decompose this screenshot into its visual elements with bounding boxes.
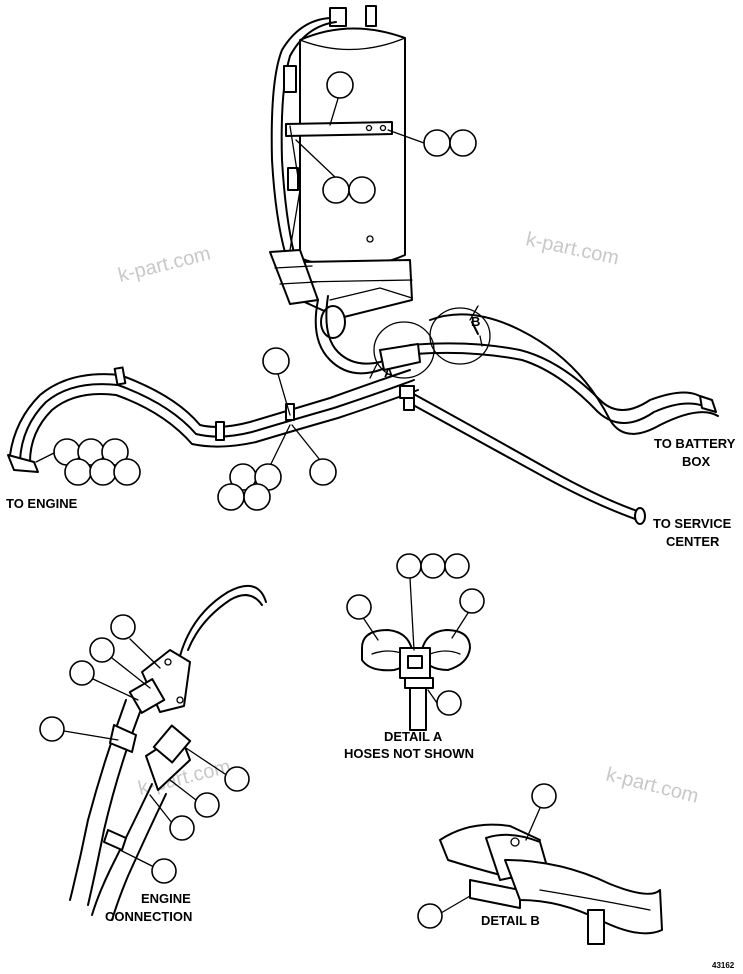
to-engine-label: TO ENGINE <box>6 496 78 511</box>
detail-a-subtitle: HOSES NOT SHOWN <box>344 746 474 761</box>
callout-balloon <box>224 766 250 792</box>
hose-to-battery <box>409 342 706 411</box>
diagram-labels: A B TO ENGINE TO BATTERY BOX TO SERVICE … <box>6 314 736 970</box>
callout-balloon <box>64 458 92 486</box>
callout-balloon <box>89 458 117 486</box>
hose-to-engine <box>9 369 411 456</box>
callout-balloon <box>346 594 372 620</box>
callout-balloon <box>194 792 220 818</box>
figure-number: 43162 <box>712 961 735 970</box>
marker-a-label: A <box>384 365 394 380</box>
callout-balloon <box>113 458 141 486</box>
watermark-group: k-part.com k-part.com k-part.com k-part.… <box>116 228 701 807</box>
detail-b-indicator <box>429 307 491 365</box>
hose-lines <box>7 295 719 525</box>
callout-balloon <box>243 483 271 511</box>
to-battery-label: TO BATTERY <box>654 436 736 451</box>
marker-b-label: B <box>471 314 480 329</box>
hose-to-service <box>409 391 641 513</box>
callout-balloon <box>262 347 290 375</box>
callout-balloon <box>423 129 451 157</box>
detail-a-title: DETAIL A <box>384 729 443 744</box>
callout-balloon <box>217 483 245 511</box>
air-tank-assembly <box>269 5 413 339</box>
detail-b-title: DETAIL B <box>481 913 540 928</box>
callout-balloon <box>396 553 422 579</box>
callout-balloons <box>35 71 557 929</box>
callout-balloon <box>69 660 95 686</box>
callout-balloon <box>417 903 443 929</box>
callout-balloon <box>459 588 485 614</box>
watermark-text: k-part.com <box>524 228 621 269</box>
engine-connection-title-line2: CONNECTION <box>105 909 192 924</box>
callout-balloon <box>449 129 477 157</box>
to-battery-label-line2: BOX <box>682 454 711 469</box>
watermark-text: k-part.com <box>116 243 213 287</box>
to-service-label: TO SERVICE <box>653 516 732 531</box>
detail-b-drawing <box>439 823 663 945</box>
callout-balloon <box>151 858 177 884</box>
engine-connection-drawing <box>69 584 267 921</box>
callout-balloon <box>322 176 350 204</box>
to-service-label-line2: CENTER <box>666 534 720 549</box>
tank-strap <box>285 121 393 137</box>
callout-balloon <box>348 176 376 204</box>
callout-balloon <box>110 614 136 640</box>
callout-balloon <box>169 815 195 841</box>
callout-balloon <box>436 690 462 716</box>
engine-connection-title: ENGINE <box>141 891 191 906</box>
callout-balloon <box>309 458 337 486</box>
callout-balloon <box>89 637 115 663</box>
callout-balloon <box>420 553 446 579</box>
callout-balloon <box>326 71 354 99</box>
detail-a-drawing <box>361 629 471 731</box>
watermark-text: k-part.com <box>604 764 701 808</box>
callout-balloon <box>39 716 65 742</box>
callout-balloon <box>101 438 129 466</box>
air-tank <box>299 27 406 269</box>
callout-balloon <box>444 553 470 579</box>
callout-balloon <box>531 783 557 809</box>
